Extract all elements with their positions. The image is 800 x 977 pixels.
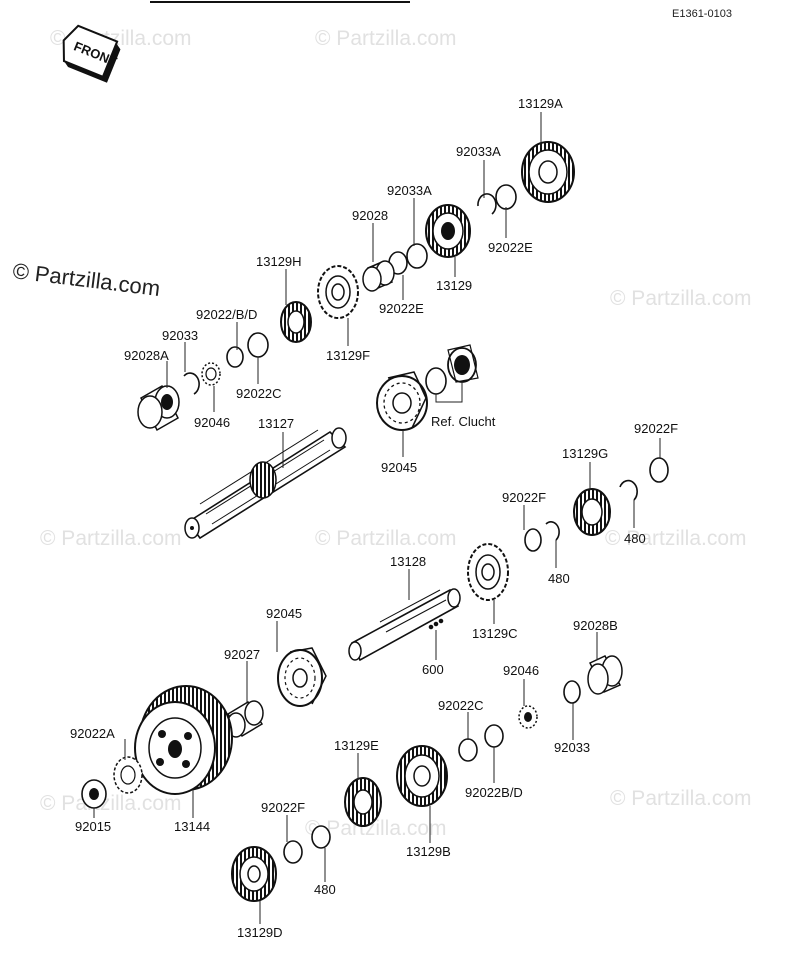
gear-13129B-icon <box>396 745 448 807</box>
label-92022E: 92022E <box>488 240 533 255</box>
washer-92022C-icon <box>247 332 269 358</box>
part-labels: 13129A 92033A 92033A 92022E 92028 92022E… <box>70 96 678 940</box>
nut-92015-icon <box>81 779 107 809</box>
watermark-dark: © Partzilla.com <box>11 258 161 301</box>
gear-13129A-icon <box>521 141 575 203</box>
pin-600-icon <box>428 618 444 630</box>
label-13129B: 13129B <box>406 844 451 859</box>
label-13128: 13128 <box>390 554 426 569</box>
label-13129E: 13129E <box>334 738 379 753</box>
label-92022C: 92022C <box>236 386 282 401</box>
label-92033: 92033 <box>554 740 590 755</box>
gear-13129E-icon <box>344 777 382 827</box>
watermark: © Partzilla.com <box>40 792 182 815</box>
circlip-480-icon <box>619 479 638 501</box>
label-92015: 92015 <box>75 819 111 834</box>
label-13129H: 13129H <box>256 254 302 269</box>
label-92046: 92046 <box>503 663 539 678</box>
washer-92022BD-icon <box>226 346 244 368</box>
bearing-92045-icon <box>277 647 327 707</box>
washer-92022E-icon <box>495 184 517 210</box>
washer-92022F-icon <box>524 528 542 552</box>
clutch-ref-parts-icon <box>425 344 479 395</box>
label-92027: 92027 <box>224 647 260 662</box>
label-92022BD: 92022/B/D <box>196 307 257 322</box>
bushing-92028A-icon <box>137 384 180 432</box>
label-13144: 13144 <box>174 819 210 834</box>
label-13129G: 13129G <box>562 446 608 461</box>
shaft-13128-icon <box>348 588 461 662</box>
washer-92022BD-icon <box>484 724 504 748</box>
label-13129D: 13129D <box>237 925 283 940</box>
front-arrow-icon: FRONT <box>62 24 121 83</box>
washer-480-icon <box>311 825 331 849</box>
bearing-92045-icon <box>376 371 428 431</box>
watermark: © Partzilla.com <box>605 527 747 550</box>
label-92022F: 92022F <box>261 800 305 815</box>
circlip-92033A-icon <box>477 193 497 215</box>
label-480: 480 <box>314 882 336 897</box>
bushing-92028-icon <box>362 260 395 292</box>
label-92033A: 92033A <box>456 144 501 159</box>
label-13129A: 13129A <box>518 96 563 111</box>
washer-92033-icon <box>563 680 581 704</box>
label-92022E: 92022E <box>379 301 424 316</box>
circlip-480-icon <box>545 521 560 541</box>
label-13129F: 13129F <box>326 348 370 363</box>
label-92033A: 92033A <box>387 183 432 198</box>
circlip-92033-icon <box>183 372 200 395</box>
watermark: © Partzilla.com <box>315 27 457 50</box>
label-92028A: 92028A <box>124 348 169 363</box>
watermark: © Partzilla.com <box>610 287 752 310</box>
gear-13129G-icon <box>573 488 611 536</box>
washer-92022F-icon <box>283 840 303 864</box>
gear-13129D-icon <box>231 846 277 902</box>
label-13129: 13129 <box>436 278 472 293</box>
watermark: © Partzilla.com <box>40 527 182 550</box>
washer-92022F-icon <box>649 457 669 483</box>
watermark: © Partzilla.com <box>610 787 752 810</box>
watermark-group: © Partzilla.com © Partzilla.com © Partzi… <box>11 27 751 840</box>
leader-lines <box>93 112 661 924</box>
label-92045: 92045 <box>381 460 417 475</box>
label-92022F: 92022F <box>634 421 678 436</box>
gear-13129H-icon <box>280 301 312 343</box>
label-ref-clutch: Ref. Clucht <box>431 414 496 429</box>
washer-92022A-icon <box>113 756 143 794</box>
shaft-13127-icon <box>184 427 347 540</box>
gear-13129-icon <box>425 204 471 258</box>
label-92022BD: 92022B/D <box>465 785 523 800</box>
label-92045: 92045 <box>266 606 302 621</box>
watermark: © Partzilla.com <box>315 527 457 550</box>
label-92046: 92046 <box>194 415 230 430</box>
washer-92033A-icon <box>406 243 428 269</box>
watermark: © Partzilla.com <box>305 817 447 840</box>
label-92022A: 92022A <box>70 726 115 741</box>
label-92033: 92033 <box>162 328 198 343</box>
diagram-code: E1361-0103 <box>672 8 732 20</box>
bearing-92046-icon <box>201 362 221 386</box>
housing-13144-icon <box>134 685 233 795</box>
label-13127: 13127 <box>258 416 294 431</box>
label-480: 480 <box>548 571 570 586</box>
washer-92022C-icon <box>458 738 478 762</box>
gear-13129C-icon <box>467 543 509 601</box>
label-92022F: 92022F <box>502 490 546 505</box>
label-92028B: 92028B <box>573 618 618 633</box>
label-600: 600 <box>422 662 444 677</box>
gear-13129F-icon <box>317 265 359 319</box>
label-92022C: 92022C <box>438 698 484 713</box>
label-480: 480 <box>624 531 646 546</box>
bushing-92028B-icon <box>587 655 623 695</box>
label-13129C: 13129C <box>472 626 518 641</box>
bearing-92046-icon <box>518 705 538 729</box>
label-92028: 92028 <box>352 208 388 223</box>
